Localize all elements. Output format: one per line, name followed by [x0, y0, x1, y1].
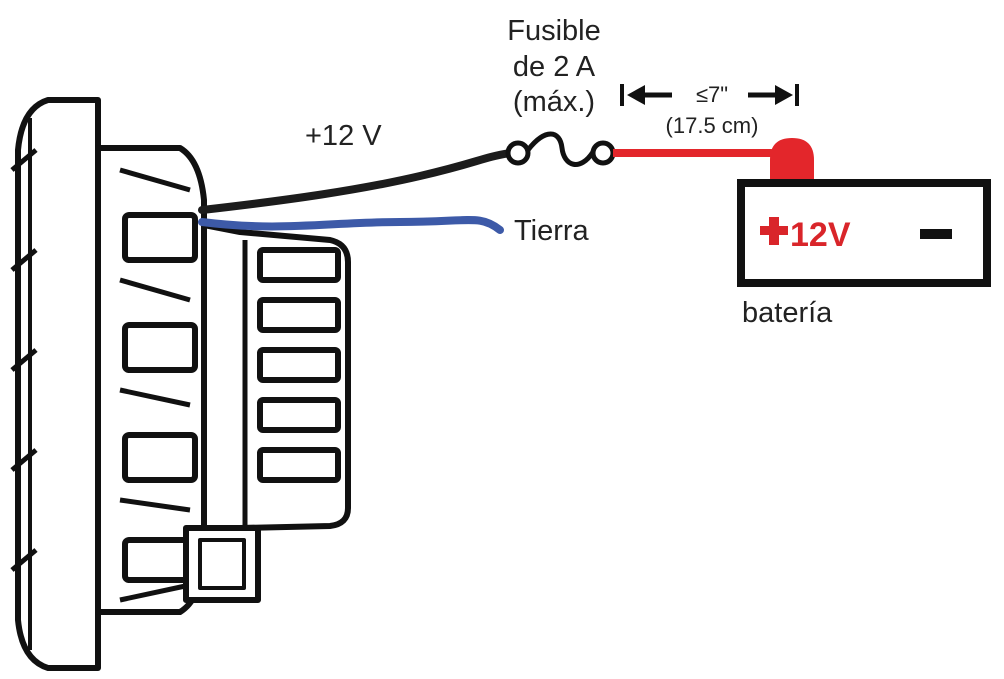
ground-wire — [198, 216, 504, 234]
fuse-label-line2: de 2 A — [513, 51, 596, 83]
led-light-icon — [10, 97, 351, 671]
fuse-label-line1: Fusible — [507, 15, 601, 47]
fuse-label-line3: (máx.) — [513, 86, 595, 118]
battery-label: batería — [742, 297, 833, 329]
dimension-arrow-icon — [620, 84, 799, 106]
positive-wire — [198, 149, 514, 214]
battery-plus-icon — [760, 217, 788, 245]
battery-positive-label: 12V — [790, 216, 851, 254]
battery-terminal — [770, 138, 814, 180]
positive-wire-label: +12 V — [305, 120, 382, 152]
distance-label: ≤7" — [696, 82, 728, 107]
distance-metric-label: (17.5 cm) — [666, 113, 759, 138]
ground-wire-label: Tierra — [514, 215, 590, 247]
fuse-icon — [505, 131, 616, 167]
battery-negative-icon — [920, 229, 952, 239]
